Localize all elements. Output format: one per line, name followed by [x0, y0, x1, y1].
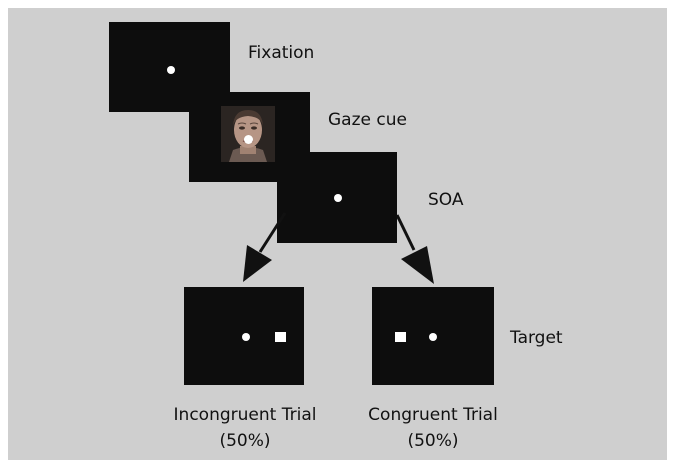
right-arrowhead: [401, 246, 434, 284]
soa-fixation-dot: [334, 194, 342, 202]
congruent-target-square: [395, 332, 406, 342]
soa-label: SOA: [428, 190, 464, 210]
soa-screen: [277, 152, 397, 243]
gaze-cue-label: Gaze cue: [328, 110, 407, 130]
fixation-dot: [167, 66, 175, 74]
congruent-trial-label: Congruent Trial: [368, 405, 498, 425]
congruent-target-screen: [372, 287, 494, 385]
fixation-label: Fixation: [248, 43, 315, 63]
congruent-trial-percent: (50%): [407, 431, 459, 451]
left-arrow-shaft: [258, 212, 287, 253]
incongruent-trial-percent: (50%): [219, 431, 271, 451]
incongruent-trial-caption: Incongruent Trial (50%): [150, 402, 340, 454]
congruent-trial-caption: Congruent Trial (50%): [343, 402, 523, 454]
incongruent-fixation-dot: [242, 333, 250, 341]
congruent-fixation-dot: [429, 333, 437, 341]
right-arrow-shaft: [395, 214, 416, 251]
incongruent-trial-label: Incongruent Trial: [173, 405, 317, 425]
incongruent-target-square: [275, 332, 286, 342]
face-cue-image: [221, 106, 275, 162]
target-label: Target: [510, 328, 563, 348]
incongruent-target-screen: [184, 287, 304, 385]
left-arrowhead: [243, 245, 272, 282]
gaze-cue-fixation-dot: [244, 135, 253, 144]
